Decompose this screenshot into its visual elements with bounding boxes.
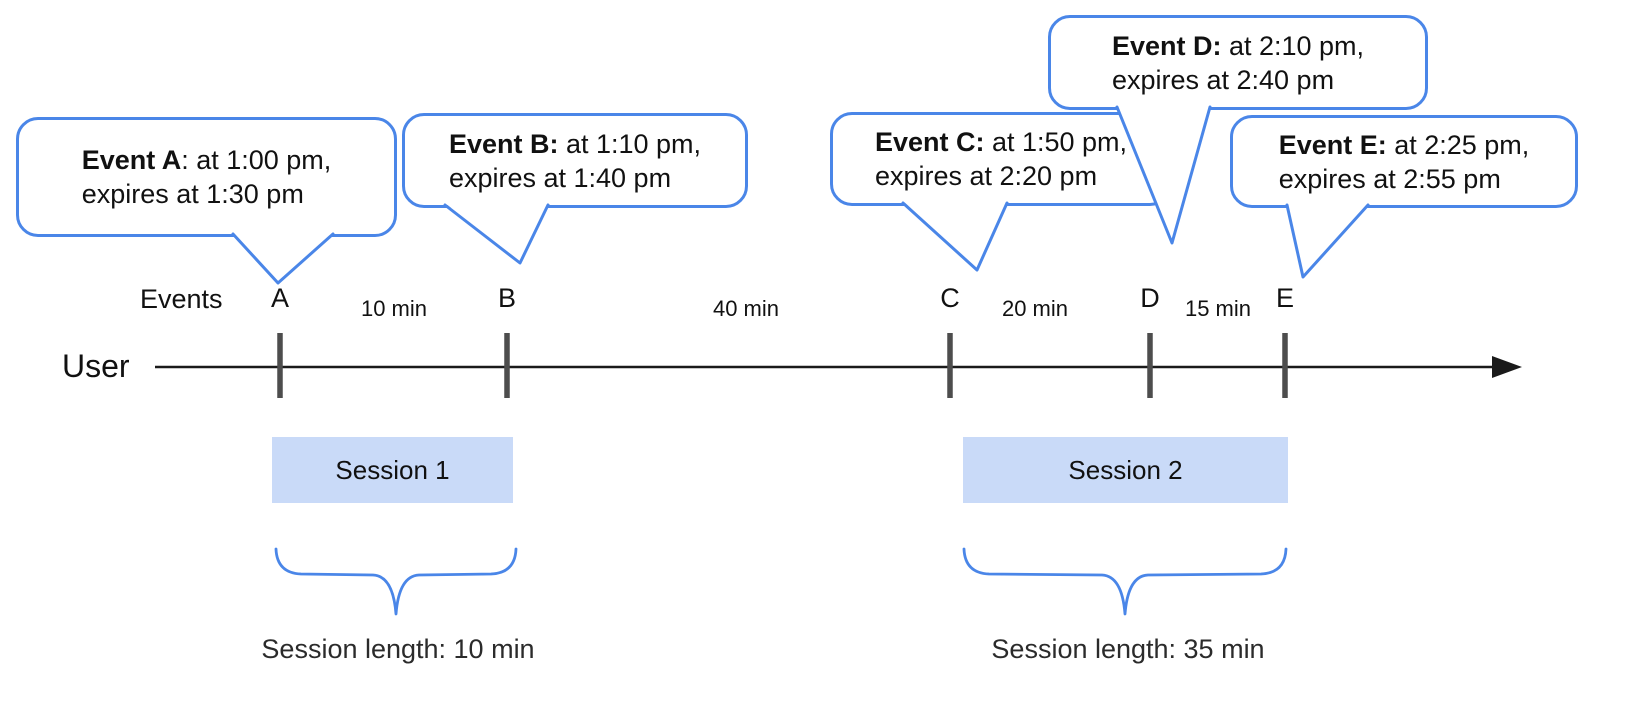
event-c-callout-tail (901, 201, 1009, 272)
timeline-arrowhead-icon (1492, 356, 1522, 378)
session-2-label: Session 2 (1068, 454, 1183, 485)
event-b-time: at 1:10 pm, (558, 128, 702, 159)
event-b-callout-tail-fill (445, 203, 548, 263)
event-d-name: Event D: (1111, 30, 1222, 61)
event-c-name: Event C: (874, 127, 985, 157)
session-1-brace (274, 547, 518, 616)
event-d-expiry: expires at 2:40 pm (1111, 64, 1335, 95)
interval-label-15min: 15 min (1184, 296, 1252, 321)
session-1-box: Session 1 (272, 437, 513, 503)
event-e-time: at 2:25 pm, (1386, 129, 1530, 160)
tick-label-c: C (940, 283, 960, 313)
session-1-length-label: Session length: 10 min (261, 634, 535, 664)
tick-label-d: D (1140, 283, 1160, 313)
event-c-expiry: expires at 2:20 pm (874, 161, 1098, 191)
user-axis-label: User (62, 348, 130, 384)
event-b-callout-tail (443, 203, 550, 265)
event-a-callout-tail (231, 232, 335, 285)
event-a-name: Event A (81, 145, 182, 175)
event-e-expiry: expires at 2:55 pm (1278, 163, 1501, 194)
event-e-callout-tail (1285, 203, 1370, 279)
events-header-label: Events (140, 284, 223, 314)
event-a-callout: Event A: at 1:00 pm, expires at 1:30 pm (16, 117, 397, 237)
tick-label-b: B (497, 283, 517, 313)
event-b-name: Event B: (448, 128, 559, 159)
session-2-length-label: Session length: 35 min (991, 634, 1265, 664)
interval-label-20min: 20 min (1001, 296, 1069, 321)
event-b-callout: Event B: at 1:10 pm, expires at 1:40 pm (402, 113, 748, 208)
session-2-box: Session 2 (963, 437, 1288, 503)
event-e-name: Event E: (1278, 129, 1387, 160)
event-d-callout-text: Event D: at 2:10 pm, expires at 2:40 pm (1112, 29, 1364, 97)
event-c-callout-tail-fill (903, 201, 1007, 270)
tick-label-a: A (270, 283, 290, 313)
session-1-label: Session 1 (335, 454, 450, 485)
event-c-callout: Event C: at 1:50 pm, expires at 2:20 pm (830, 112, 1172, 206)
event-d-time: at 2:10 pm, (1221, 30, 1365, 61)
tick-label-e: E (1275, 283, 1295, 313)
event-c-time: at 1:50 pm, (984, 127, 1128, 157)
event-b-callout-text: Event B: at 1:10 pm, expires at 1:40 pm (449, 127, 701, 195)
interval-label-10min: 10 min (360, 296, 428, 321)
event-a-callout-tail-fill (233, 233, 333, 283)
event-e-callout: Event E: at 2:25 pm, expires at 2:55 pm (1230, 115, 1578, 208)
event-a-expiry: expires at 1:30 pm (81, 179, 304, 209)
event-c-callout-text: Event C: at 1:50 pm, expires at 2:20 pm (875, 125, 1127, 193)
event-e-callout-text: Event E: at 2:25 pm, expires at 2:55 pm (1279, 128, 1530, 196)
event-e-callout-tail-fill (1287, 203, 1368, 277)
event-b-expiry: expires at 1:40 pm (448, 162, 672, 193)
session-2-brace (962, 547, 1288, 616)
interval-label-40min: 40 min (712, 296, 780, 321)
event-a-callout-text: Event A: at 1:00 pm, expires at 1:30 pm (82, 143, 332, 211)
event-d-callout: Event D: at 2:10 pm, expires at 2:40 pm (1048, 15, 1428, 110)
event-a-time: : at 1:00 pm, (181, 145, 332, 175)
